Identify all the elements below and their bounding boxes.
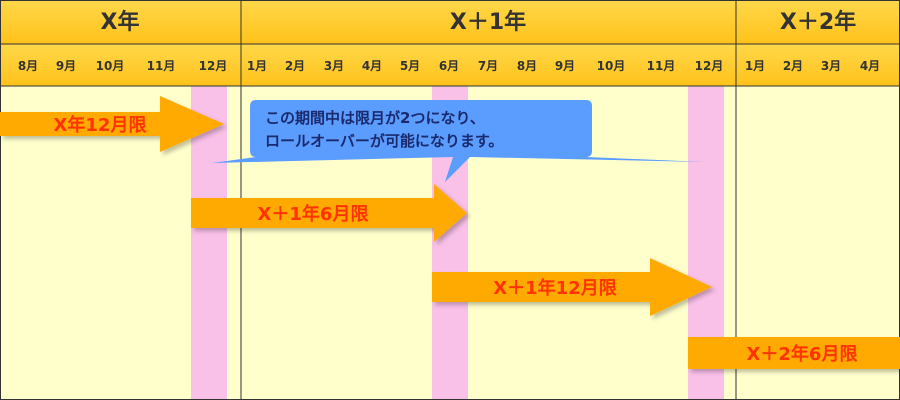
- contract-arrow-label: X＋1年12月限: [493, 277, 617, 299]
- month-label: 2月: [285, 59, 305, 73]
- callout-line-1: この期間中は限月が2つになり、: [265, 109, 485, 127]
- contract-arrow-label: X＋2年6月限: [747, 343, 859, 365]
- month-label: 12月: [695, 59, 724, 73]
- month-label: 7月: [478, 59, 498, 73]
- month-header-row: [0, 44, 900, 86]
- month-label: 1月: [745, 59, 765, 73]
- year-label-x2: X＋2年: [780, 9, 856, 35]
- year-label-x: X年: [101, 9, 140, 35]
- contract-arrow-shape: [688, 337, 900, 369]
- month-label: 9月: [555, 59, 575, 73]
- contract-arrow-label: X年12月限: [54, 114, 148, 136]
- month-label: 4月: [362, 59, 382, 73]
- month-label: 4月: [860, 59, 880, 73]
- month-labels: 8月 9月 10月 11月 12月 1月 2月 3月 4月 5月 6月 7月 8…: [18, 59, 880, 73]
- month-label: 5月: [400, 59, 420, 73]
- month-label: 11月: [147, 59, 176, 73]
- contract-arrow-x2-jun: X＋2年6月限: [688, 337, 900, 369]
- month-label: 3月: [821, 59, 841, 73]
- month-label: 10月: [96, 59, 125, 73]
- contract-arrow-shape: [191, 184, 467, 242]
- contract-arrow-x1-jun: X＋1年6月限: [191, 184, 467, 242]
- month-label: 12月: [199, 59, 228, 73]
- contract-arrow-label: X＋1年6月限: [258, 203, 370, 225]
- month-label: 8月: [517, 59, 537, 73]
- month-label: 1月: [247, 59, 267, 73]
- contract-arrow-shape: [432, 258, 712, 316]
- year-label-x1: X＋1年: [450, 9, 526, 35]
- month-label: 9月: [56, 59, 76, 73]
- month-label: 6月: [439, 59, 459, 73]
- callout-shape: [212, 100, 705, 182]
- contract-arrow-x1-dec: X＋1年12月限: [432, 258, 712, 316]
- month-label: 10月: [597, 59, 626, 73]
- callout-line-2: ロールオーバーが可能になります。: [265, 132, 503, 150]
- contract-arrow-shape: [0, 96, 224, 152]
- month-label: 8月: [18, 59, 38, 73]
- callout-bubble: この期間中は限月が2つになり、 ロールオーバーが可能になります。: [212, 100, 705, 182]
- contract-arrow-x-dec: X年12月限: [0, 96, 224, 152]
- month-label: 3月: [324, 59, 344, 73]
- month-label: 2月: [783, 59, 803, 73]
- rollover-band-dec-x: [191, 86, 227, 400]
- month-label: 11月: [647, 59, 676, 73]
- year-header-row: [0, 0, 900, 44]
